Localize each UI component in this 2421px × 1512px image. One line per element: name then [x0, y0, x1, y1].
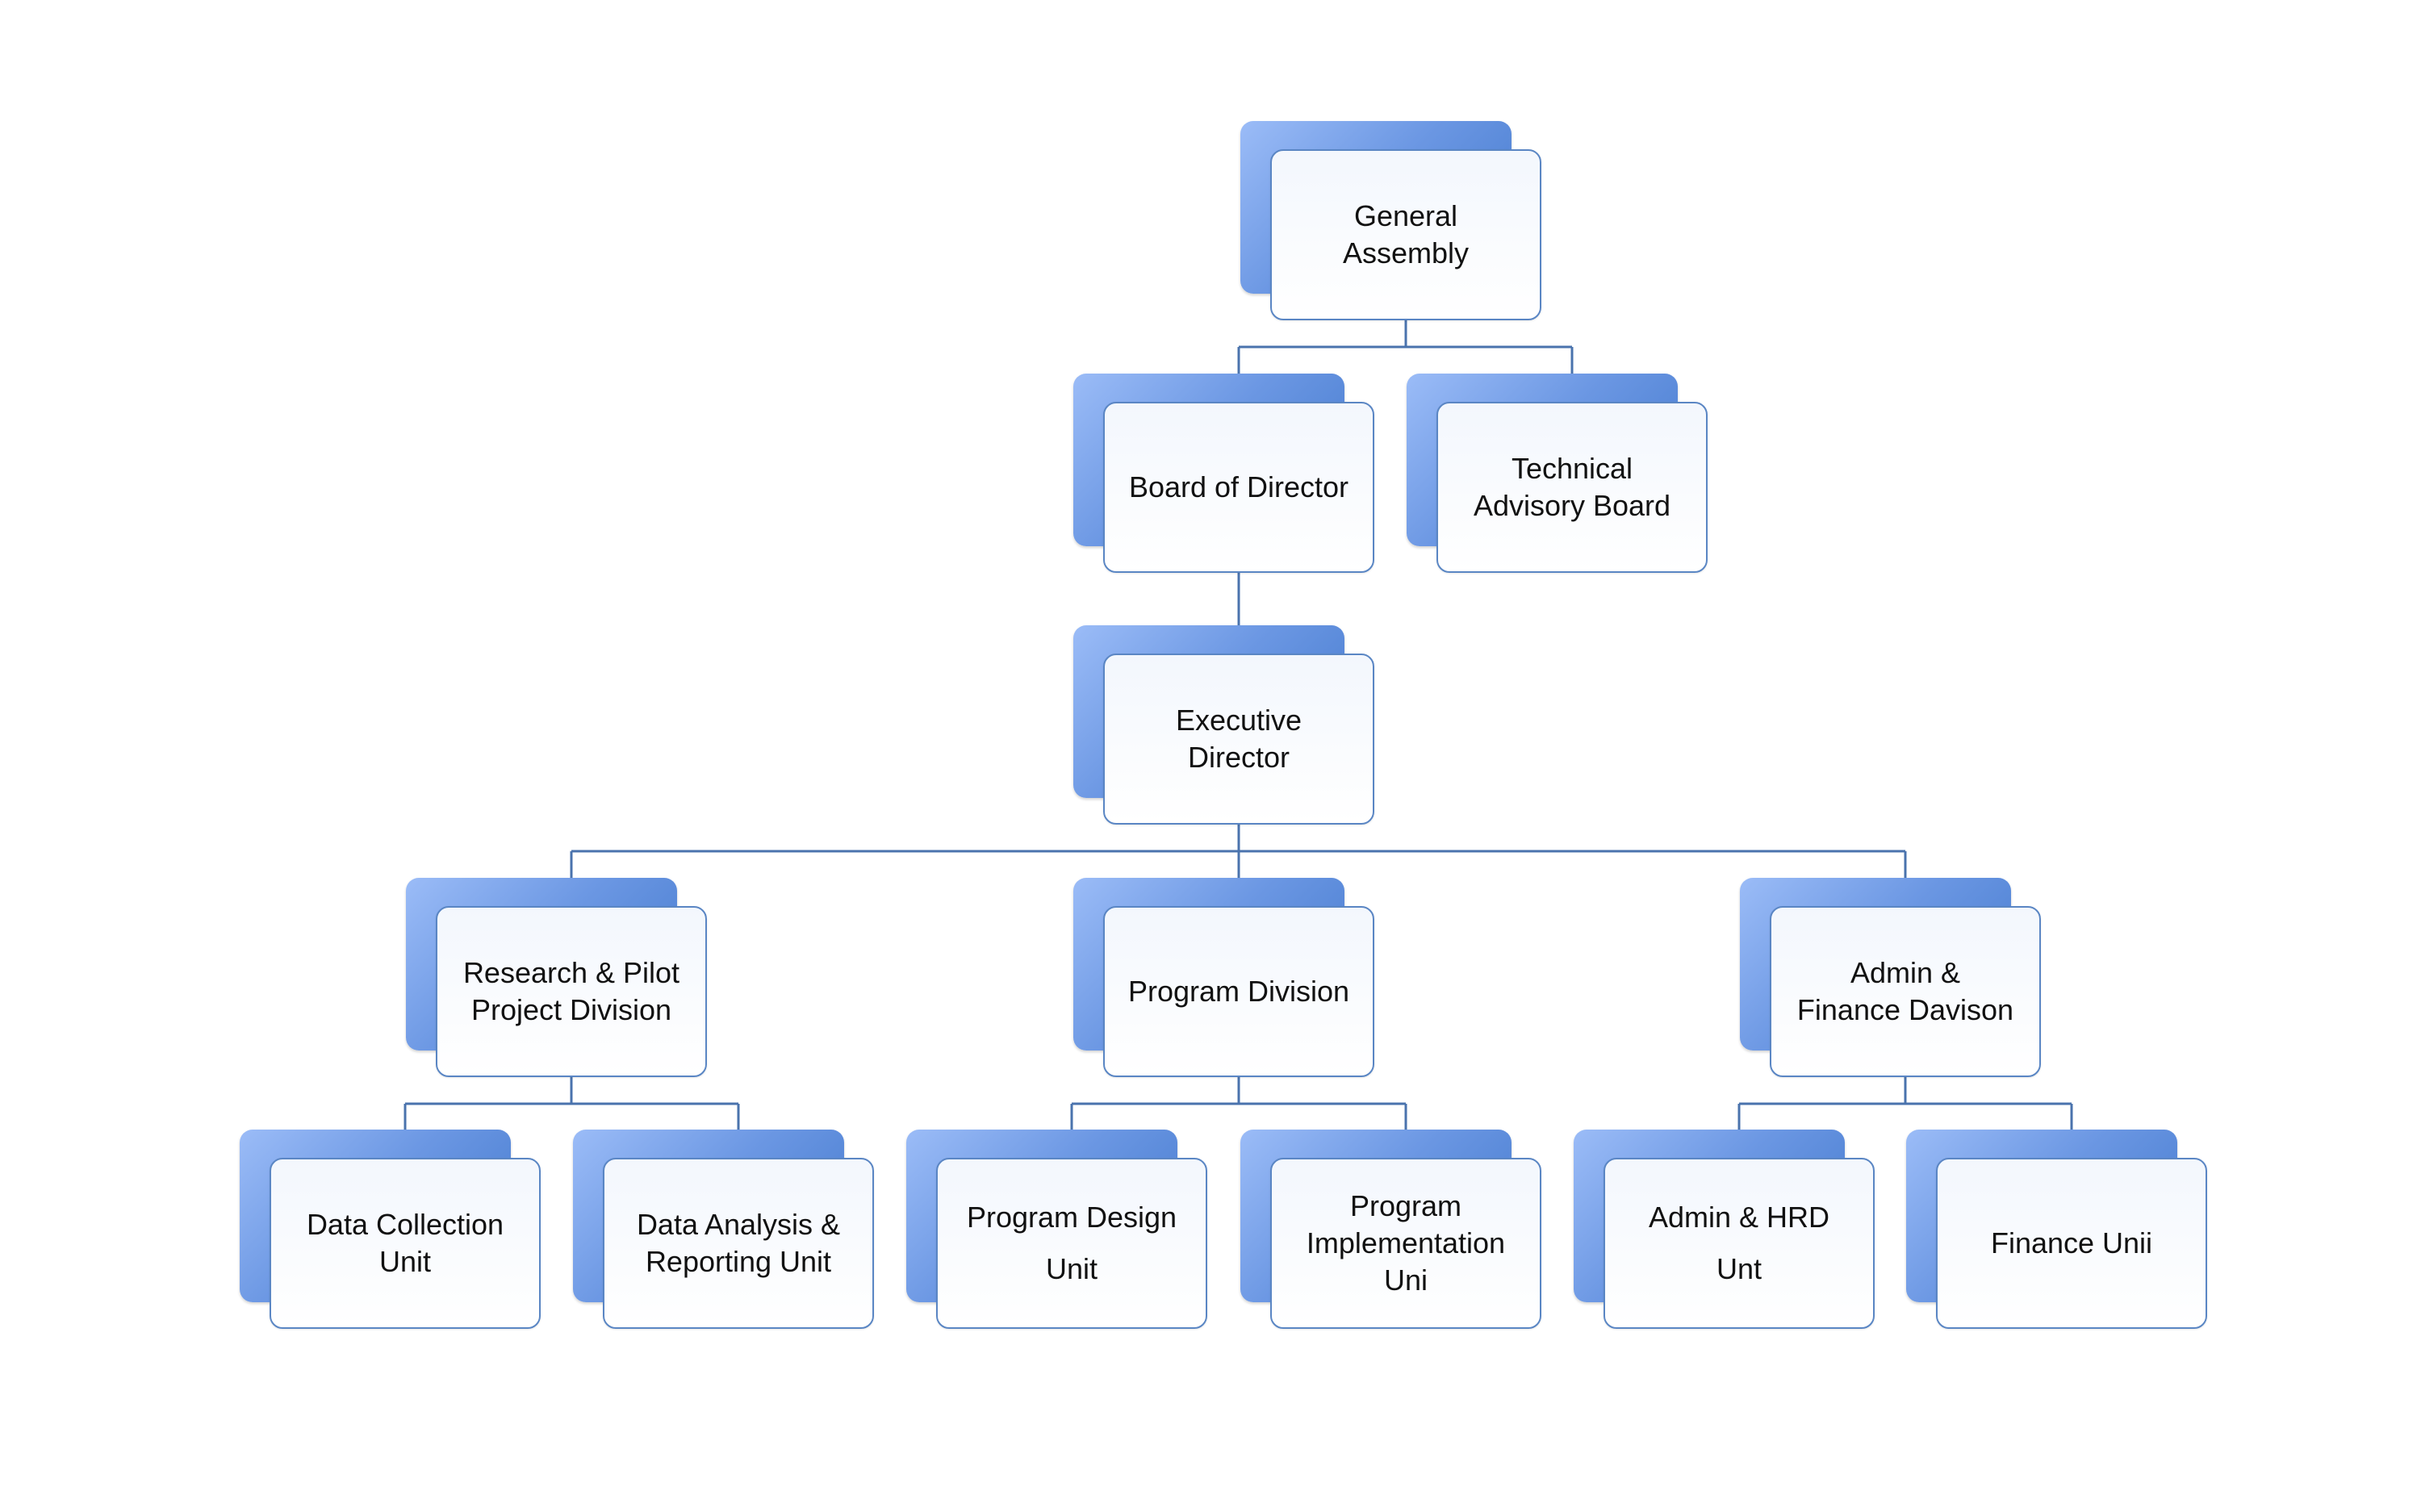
node-label: Executive Director	[1175, 704, 1302, 774]
node-front-card: Data Collection Unit	[270, 1158, 541, 1329]
node-front-card: Technical Advisory Board	[1436, 402, 1708, 573]
node-admin-hrd-unt: Admin & HRD Unt	[1574, 1130, 1877, 1331]
node-front-card: Data Analysis & Reporting Unit	[603, 1158, 874, 1329]
node-label: Program Implementation Uni	[1306, 1189, 1506, 1297]
node-front-card: Admin & Finance Davison	[1770, 906, 2041, 1077]
node-label: Admin & Finance Davison	[1796, 956, 2014, 1026]
node-front-card: Board of Director	[1103, 402, 1374, 573]
node-front-card: Program Design Unit	[936, 1158, 1207, 1329]
node-label: Board of Director	[1128, 470, 1349, 503]
node-label: Data Analysis & Reporting Unit	[636, 1208, 841, 1278]
node-front-card: Research & Pilot Project Division	[436, 906, 707, 1077]
node-label: Technical Advisory Board	[1473, 452, 1671, 522]
node-label: General Assembly	[1342, 199, 1470, 269]
node-label: Data Collection Unit	[306, 1208, 504, 1278]
node-label: Finance Unii	[1990, 1226, 2153, 1259]
node-front-card: Admin & HRD Unt	[1604, 1158, 1875, 1329]
node-research-pilot-project-division: Research & Pilot Project Division	[406, 878, 709, 1080]
node-front-card: General Assembly	[1270, 149, 1541, 320]
node-executive-director: Executive Director	[1073, 625, 1377, 827]
node-front-card: Finance Unii	[1936, 1158, 2207, 1329]
node-board-of-director: Board of Director	[1073, 374, 1377, 575]
node-label: Program Design Unit	[966, 1201, 1177, 1285]
node-label: Research & Pilot Project Division	[462, 956, 680, 1026]
node-program-design-unit: Program Design Unit	[906, 1130, 1210, 1331]
node-technical-advisory-board: Technical Advisory Board	[1407, 374, 1710, 575]
node-data-analysis-reporting-unit: Data Analysis & Reporting Unit	[573, 1130, 876, 1331]
node-admin-finance-davison: Admin & Finance Davison	[1740, 878, 2043, 1080]
node-front-card: Executive Director	[1103, 654, 1374, 825]
node-front-card: Program Implementation Uni	[1270, 1158, 1541, 1329]
node-data-collection-unit: Data Collection Unit	[240, 1130, 543, 1331]
node-label: Admin & HRD Unt	[1648, 1201, 1830, 1285]
node-finance-unii: Finance Unii	[1906, 1130, 2210, 1331]
node-program-implementation-uni: Program Implementation Uni	[1240, 1130, 1544, 1331]
node-general-assembly: General Assembly	[1240, 121, 1544, 323]
node-label: Program Division	[1127, 975, 1350, 1008]
node-program-division: Program Division	[1073, 878, 1377, 1080]
node-front-card: Program Division	[1103, 906, 1374, 1077]
